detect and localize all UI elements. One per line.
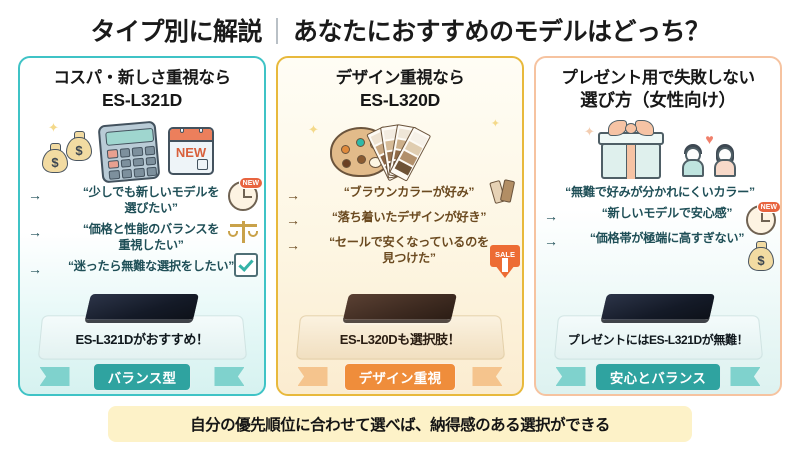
gift-box-icon: [598, 120, 664, 180]
balance-scale-icon: [228, 219, 258, 245]
card-heading: コスパ・新しさ重視なら ES-L321D: [20, 58, 264, 113]
product-showcase: ES-L320Dも選択肢！: [278, 266, 522, 364]
ribbon-label: デザイン重視: [343, 363, 457, 391]
card-heading-line2: 選び方（女性向け）: [580, 89, 736, 110]
bullet-text: “少しでも新しいモデルを 選びたい”: [82, 185, 220, 216]
ribbon-tail-right: [472, 367, 503, 386]
money-bag-icon: $: [66, 131, 92, 162]
arrow-icon: →: [286, 237, 300, 254]
arrow-icon: →: [544, 233, 558, 250]
title-divider-icon: [275, 18, 278, 44]
card-illustration: ✦ ✦: [278, 115, 522, 183]
card-bullets: → “ブラウンカラーが好み” → “落ち着いたデザインが好き” → “セールで安…: [278, 179, 522, 279]
sale-tag-icon: SALE: [488, 245, 522, 281]
ribbon-label: 安心とバランス: [594, 363, 722, 391]
title-right: あなたにおすすめのモデルはどっち？: [292, 18, 710, 46]
ribbon-label: バランス型: [92, 363, 192, 391]
card-ribbon: デザイン重視: [278, 363, 522, 391]
bullet-text: “ブラウンカラーが好み”: [343, 185, 475, 200]
sparkle-icon: ✦: [584, 124, 595, 140]
product-label: プレゼントにはES-L321Dが無難！: [567, 333, 749, 347]
product-showcase: ES-L321Dがおすすめ！: [20, 266, 264, 364]
bullet-text: “セールで安くなっているのを 見つけた”: [329, 235, 489, 266]
bullet-item: → “セールで安くなっているのを 見つけた”: [286, 235, 514, 267]
bullet-text: “無難で好みが分かれにくいカラー”: [565, 185, 755, 200]
card-illustration: ✦ ✦ ♥: [536, 115, 780, 183]
ribbon-tail-right: [214, 367, 245, 386]
title-left: タイプ別に解説: [90, 18, 263, 46]
bullet-item: → “ブラウンカラーが好み”: [286, 185, 514, 205]
shaver-device-icon: [599, 294, 716, 325]
heart-icon: ♥: [705, 131, 714, 148]
money-bag-icon: $: [42, 143, 68, 174]
arrow-icon: →: [286, 187, 300, 204]
page-title: タイプ別に解説 あなたにおすすめのモデルはどっち？: [0, 8, 800, 52]
shaver-device-icon: [341, 294, 458, 325]
couple-icon: ♥: [682, 131, 736, 178]
ribbon-tail-left: [555, 367, 586, 386]
card-heading: デザイン重視なら ES-L320D: [278, 58, 522, 113]
ribbon-tail-left: [297, 367, 328, 386]
shaver-device-icon: [83, 294, 200, 325]
card-ribbon: 安心とバランス: [536, 363, 780, 391]
bullet-item: → “価格帯が極端に高すぎない”: [544, 231, 772, 251]
sparkle-icon: ✦: [48, 120, 59, 136]
card-heading-line1: プレゼント用で失敗しない: [561, 69, 755, 87]
product-label: ES-L321Dがおすすめ！: [75, 332, 209, 347]
bullet-text: “新しいモデルで安心感”: [601, 206, 733, 221]
card-heading-line1: コスパ・新しさ重視なら: [53, 69, 231, 87]
card-bullets: → “少しでも新しいモデルを 選びたい” → “価格と性能のバランスを 重視した…: [20, 177, 264, 279]
footer-banner: 自分の優先順位に合わせて選べば、納得感のある選択ができる: [108, 406, 692, 442]
card-cospa[interactable]: コスパ・新しさ重視なら ES-L321D ✦ ✦ $ $ NEW: [18, 56, 266, 396]
bullet-text: “迷ったら無難な選択をしたい”: [67, 258, 235, 273]
color-swatch-fan-icon: [366, 121, 440, 183]
bullet-item: “無難で好みが分かれにくいカラー”: [544, 185, 772, 201]
card-bullets: “無難で好みが分かれにくいカラー” → “新しいモデルで安心感” → “価格帯が…: [536, 183, 780, 272]
bullet-item: → “価格と性能のバランスを 重視したい”: [28, 222, 256, 254]
arrow-icon: →: [28, 224, 42, 241]
product-label: ES-L320Dも選択肢！: [339, 332, 461, 347]
title-text: タイプ別に解説 あなたにおすすめのモデルはどっち？: [91, 12, 710, 48]
ribbon-tail-left: [39, 367, 70, 386]
bullet-item: → “迷ったら無難な選択をしたい”: [28, 259, 256, 279]
bullet-item: → “少しでも新しいモデルを 選びたい”: [28, 185, 256, 217]
cards-row: コスパ・新しさ重視なら ES-L321D ✦ ✦ $ $ NEW: [18, 56, 782, 396]
clock-new-icon: NEW: [746, 201, 780, 236]
footer-text: 自分の優先順位に合わせて選べば、納得感のある選択ができる: [190, 417, 610, 434]
arrow-icon: →: [286, 212, 300, 229]
clock-new-icon: NEW: [228, 177, 263, 212]
bullet-item: → “新しいモデルで安心感”: [544, 206, 772, 226]
bullet-item: → “落ち着いたデザインが好き”: [286, 210, 514, 230]
card-heading: プレゼント用で失敗しない 選び方（女性向け）: [536, 58, 780, 113]
sparkle-icon: ✦: [490, 118, 500, 131]
money-bag-icon: $: [748, 241, 774, 272]
bullet-text: “価格帯が極端に高すぎない”: [589, 231, 745, 246]
arrow-icon: →: [544, 208, 558, 225]
ribbon-tail-right: [730, 367, 761, 386]
bullet-text: “価格と性能のバランスを 重視したい”: [82, 222, 220, 252]
swatch-fan-icon: [489, 179, 520, 205]
calculator-icon: [97, 120, 161, 184]
card-ribbon: バランス型: [20, 363, 264, 391]
arrow-icon: →: [28, 260, 42, 277]
checkbox-check-icon: [234, 253, 258, 278]
new-calendar-icon: NEW: [168, 127, 214, 176]
product-showcase: プレゼントにはES-L321Dが無難！: [536, 266, 780, 364]
card-heading-line2: ES-L321D: [101, 89, 183, 110]
arrow-icon: →: [28, 187, 42, 204]
bullet-text: “落ち着いたデザインが好き”: [331, 210, 487, 225]
card-illustration: ✦ ✦ $ $ NEW: [20, 115, 264, 184]
card-heading-line2: ES-L320D: [359, 89, 441, 110]
card-design[interactable]: デザイン重視なら ES-L320D ✦ ✦: [276, 56, 524, 396]
sparkle-icon: ✦: [308, 122, 319, 138]
card-present[interactable]: プレゼント用で失敗しない 選び方（女性向け） ✦ ✦ ♥: [534, 56, 782, 396]
card-heading-line1: デザイン重視なら: [335, 69, 465, 87]
